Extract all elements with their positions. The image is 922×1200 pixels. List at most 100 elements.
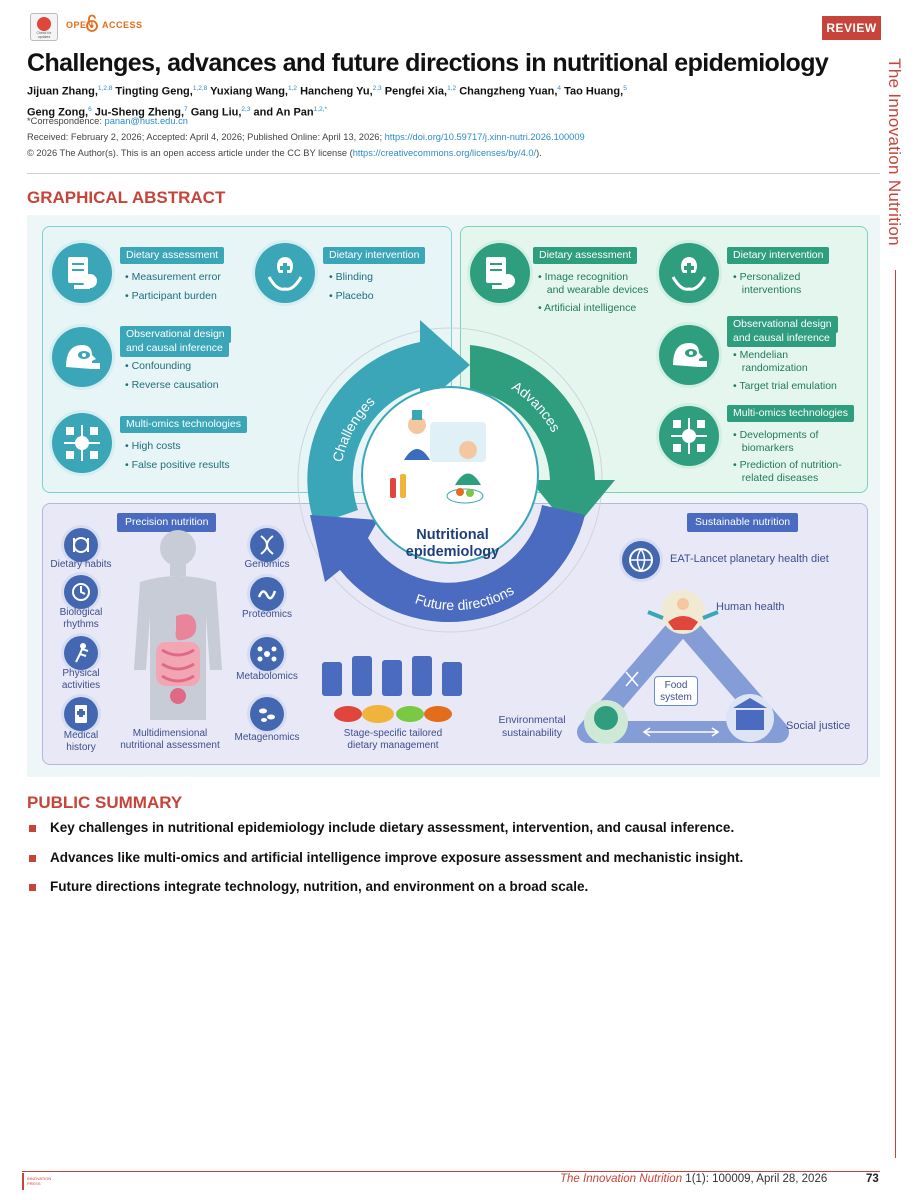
challenge-dietary-intervention-label: Dietary intervention xyxy=(323,247,426,264)
author-name: Changzheng Yuan, xyxy=(456,85,558,98)
body-caption: Multidimensional nutritional assessment xyxy=(120,728,220,751)
summary-item: Advances like multi-omics and artificial… xyxy=(50,850,744,865)
author-affiliation: 4 xyxy=(557,85,562,92)
future-directions-arrow xyxy=(310,505,585,623)
bullet-marker xyxy=(29,825,36,832)
multi-omics-icon xyxy=(659,406,719,466)
check-updates-caption: Check for updates xyxy=(36,31,52,39)
center-label: Nutritional epidemiology xyxy=(405,527,500,560)
article-type-badge: REVIEW xyxy=(822,16,881,40)
advance-item: • Target trial emulation xyxy=(733,380,837,392)
researchers-illustration xyxy=(390,410,486,504)
correspondence: *Correspondence: panan@hust.edu.cn xyxy=(27,116,188,126)
food-system-box: Food system xyxy=(654,676,698,706)
advance-item: • Artificial intelligence xyxy=(538,302,637,314)
dietary-intervention-icon xyxy=(255,243,315,303)
author-affiliation: 1,2,8 xyxy=(97,85,113,92)
physical-activities-icon xyxy=(64,636,98,670)
advance-item: • Prediction of nutrition- xyxy=(733,459,842,471)
open-access-label-left: OPEN xyxy=(66,20,94,30)
advance-item: randomization xyxy=(733,362,808,374)
header-divider xyxy=(27,173,880,174)
check-for-updates-icon[interactable]: Check for updates xyxy=(30,13,58,41)
challenge-item: • Blinding xyxy=(329,271,373,283)
precision-left-label: Physical activities xyxy=(61,668,101,691)
precision-right-label: Metagenomics xyxy=(234,732,300,743)
proteomics-icon xyxy=(250,577,284,611)
cycle-diagram: Challenges Advances Future directions xyxy=(297,320,615,633)
page-number: 73 xyxy=(866,1173,879,1185)
footer-divider xyxy=(22,1171,880,1172)
advance-item: • Developments of xyxy=(733,429,819,441)
precision-right-label: Metabolomics xyxy=(236,671,298,682)
author-name: Tao Huang, xyxy=(561,85,624,98)
dietary-habits-icon xyxy=(64,528,98,562)
precision-left-label: Medical history xyxy=(63,730,99,753)
challenge-item: • Placebo xyxy=(329,290,374,302)
summary-item: Key challenges in nutritional epidemiolo… xyxy=(50,820,735,835)
challenge-observational-label2: and causal inference xyxy=(120,340,229,357)
challenge-item: • Reverse causation xyxy=(125,379,219,391)
advance-item: • Personalized xyxy=(733,271,801,283)
author-list: Jijuan Zhang,1,2,8 Tingting Geng,1,2,8 Y… xyxy=(27,80,697,121)
dietary-intervention-icon xyxy=(659,243,719,303)
diet-caption: Stage-specific tailored dietary manageme… xyxy=(343,728,443,751)
challenge-item: • Confounding xyxy=(125,360,192,372)
author-affiliation: 2,3 xyxy=(241,105,251,113)
metagenomics-icon xyxy=(250,697,284,731)
author-name: Jijuan Zhang, xyxy=(27,85,98,98)
advance-item: • Mendelian xyxy=(733,349,789,361)
center-circle xyxy=(361,386,539,564)
advance-observational-label2: and causal inference xyxy=(727,330,836,347)
advance-observational-label1: Observational design xyxy=(727,316,838,333)
challenge-item: • Measurement error xyxy=(125,271,221,283)
stage-diet-illustration xyxy=(322,656,462,723)
human-body-illustration xyxy=(134,530,222,720)
challenge-observational-label1: Observational design xyxy=(120,326,231,343)
dietary-assessment-icon xyxy=(470,243,530,303)
multi-omics-icon xyxy=(52,413,112,473)
precision-left-label: Dietary habits xyxy=(50,559,112,570)
food-system-triangle xyxy=(577,590,789,744)
eat-lancet-label: EAT-Lancet planetary health diet xyxy=(670,553,829,565)
footer-citation: The Innovation Nutrition 1(1): 100009, A… xyxy=(560,1173,828,1185)
genomics-icon xyxy=(250,528,284,562)
author-name: Tingting Geng, xyxy=(112,85,193,98)
graphical-abstract-heading: GRAPHICAL ABSTRACT xyxy=(27,188,226,207)
license-link[interactable]: https://creativecommons.org/licenses/by/… xyxy=(352,148,537,158)
advance-item: interventions xyxy=(733,284,802,296)
challenge-item: • High costs xyxy=(125,440,181,452)
advances-arrow xyxy=(470,345,615,532)
advance-multi-omics-label: Multi-omics technologies xyxy=(727,405,854,422)
doi-link[interactable]: https://doi.org/10.59717/j.xinn-nutri.20… xyxy=(384,132,585,142)
challenge-dietary-assessment-label: Dietary assessment xyxy=(120,247,225,264)
author-name: Geng Zong, xyxy=(27,106,89,119)
dietary-assessment-icon xyxy=(52,243,112,303)
author-affiliation: 7 xyxy=(184,105,188,113)
challenges-arrow xyxy=(307,320,470,525)
metabolomics-icon xyxy=(250,637,284,671)
globe-icon xyxy=(622,541,660,579)
precision-right-label: Proteomics xyxy=(241,609,292,620)
author-affiliation: 1,2 xyxy=(288,85,298,92)
author-affiliation: 6 xyxy=(88,105,92,113)
advance-item: biomarkers xyxy=(733,442,794,454)
open-access-lock-icon xyxy=(86,14,98,32)
sustainable-nutrition-label: Sustainable nutrition xyxy=(687,513,799,532)
public-summary-heading: PUBLIC SUMMARY xyxy=(27,793,183,812)
precision-nutrition-label: Precision nutrition xyxy=(117,513,217,532)
side-divider xyxy=(895,270,896,1158)
journal-side-title: The Innovation Nutrition xyxy=(885,58,904,246)
advance-item: and wearable devices xyxy=(538,284,649,296)
correspondence-email-link[interactable]: panan@hust.edu.cn xyxy=(104,116,188,126)
author-affiliation: 1,2,8 xyxy=(192,85,208,92)
author-name: Ju-Sheng Zheng, xyxy=(91,106,185,119)
author-name: and An Pan xyxy=(250,106,314,119)
advance-item: • Image recognition xyxy=(538,271,629,283)
challenge-multi-omics-label: Multi-omics technologies xyxy=(120,416,247,433)
author-name: Hancheng Yu, xyxy=(297,85,373,98)
publisher-logo-text: INNOVATION PRESS xyxy=(27,1176,52,1186)
author-name: Gang Liu, xyxy=(187,106,242,119)
challenge-item: • False positive results xyxy=(125,459,230,471)
open-access-label-right: ACCESS xyxy=(102,20,143,30)
